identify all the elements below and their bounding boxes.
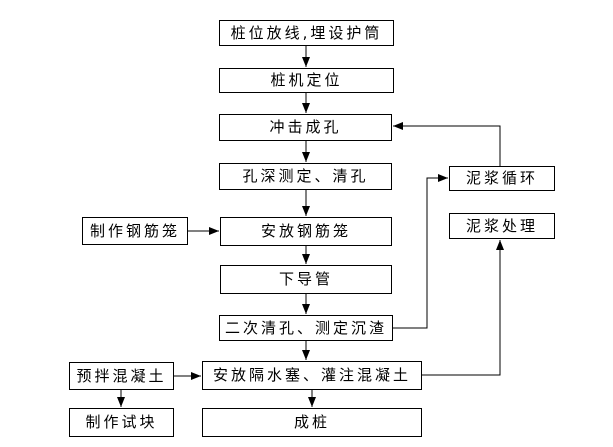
node-place-rebar-cage: 安放钢筋笼 [220,217,392,246]
node-rig-positioning: 桩机定位 [219,68,394,93]
node-pile-completed: 成桩 [202,408,422,437]
node-premixed-concrete: 预拌混凝土 [69,362,174,390]
node-make-rebar-cage: 制作钢筋笼 [82,217,188,245]
node-make-test-blocks: 制作试块 [69,408,174,437]
node-impact-drilling: 冲击成孔 [219,114,392,141]
node-depth-check-clean: 孔深测定、清孔 [219,163,392,190]
node-second-clean-sediment: 二次清孔、测定沉渣 [219,315,393,341]
node-lower-conduit: 下导管 [220,265,392,294]
node-place-plug-pour-concrete: 安放隔水塞、灌注混凝土 [202,361,422,390]
node-mud-treatment: 泥浆处理 [449,213,555,239]
node-mud-circulation: 泥浆循环 [449,166,555,191]
node-pile-layout-casing: 桩位放线,埋设护筒 [219,20,394,46]
